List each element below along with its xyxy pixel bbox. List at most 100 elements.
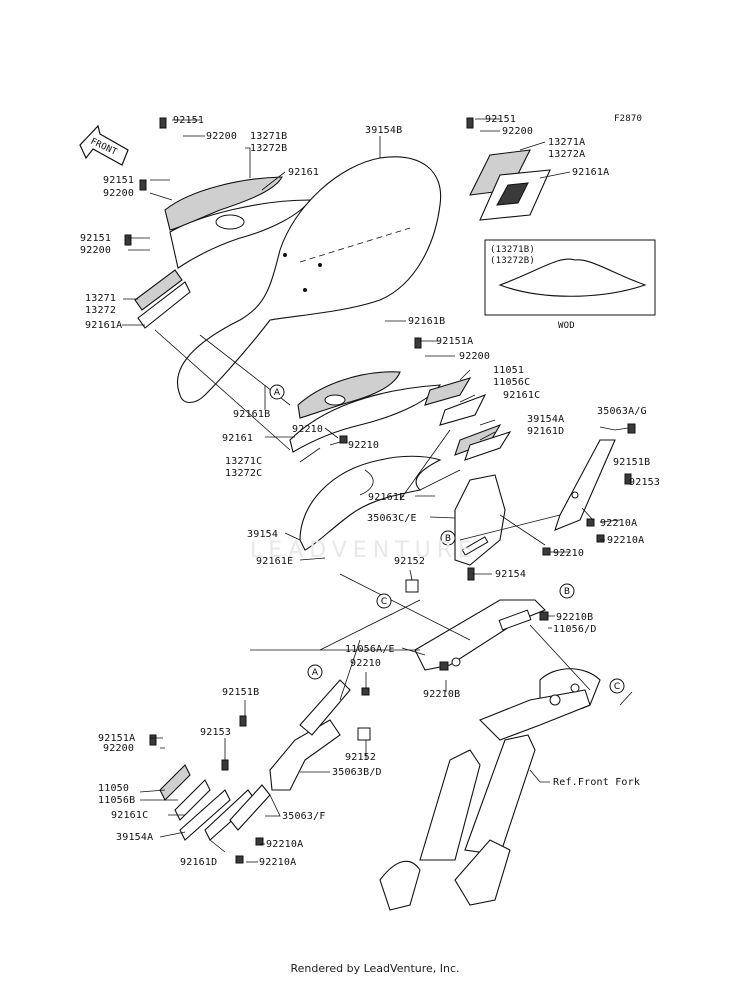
footer-credit: Rendered by LeadVenture, Inc. <box>290 962 460 975</box>
left-lower-trim-part <box>134 269 191 329</box>
nut-icon <box>255 837 264 846</box>
part-label: 92152 <box>394 556 425 567</box>
part-label: 92153 <box>200 727 231 738</box>
part-label: 92151 <box>80 233 111 244</box>
bolt-icon <box>149 734 157 746</box>
part-labels: 92151 92200 13271B 13272B 39154B 92151 9… <box>80 114 660 868</box>
right-small-trims-part <box>424 377 512 461</box>
nut-icon <box>586 518 595 527</box>
part-label: 35063C/E <box>367 513 417 524</box>
part-label: 92210 <box>350 658 381 669</box>
nut-icon <box>596 534 605 543</box>
bracket-right-part <box>554 439 616 531</box>
collar-icon <box>357 727 371 741</box>
part-label: 13271C <box>225 456 262 467</box>
mount-plate-part <box>414 599 546 671</box>
bracket-left-part <box>269 679 351 791</box>
svg-text:A: A <box>312 668 319 678</box>
figure-code: F2870 <box>614 114 642 124</box>
part-label: 92151A <box>98 733 135 744</box>
svg-text:B: B <box>445 534 451 544</box>
wod-inset-box: (13271B) (13272B) WOD <box>484 239 656 331</box>
part-label: 92210A <box>607 535 644 546</box>
part-label: 92161B <box>408 316 445 327</box>
bolt-icon <box>414 337 422 349</box>
part-label: 39154A <box>116 832 153 843</box>
part-label: 92200 <box>459 351 490 362</box>
part-label: 13272B <box>250 143 287 154</box>
bolt-icon <box>221 759 229 771</box>
callout-c1: C <box>376 593 392 609</box>
part-label: Ref.Front Fork <box>553 777 640 788</box>
nut-icon <box>361 687 370 696</box>
part-label: 92161 <box>288 167 319 178</box>
nut-icon <box>539 611 549 621</box>
part-label: 92151 <box>103 175 134 186</box>
part-label: 11056A/E <box>345 644 395 655</box>
part-label: 92161E <box>256 556 293 567</box>
callout-b1: B <box>440 530 456 546</box>
part-label: 92210 <box>553 548 584 559</box>
mid-trim-part <box>289 371 442 453</box>
part-label: 92161A <box>85 320 122 331</box>
part-label: 13271 <box>85 293 116 304</box>
svg-text:B: B <box>564 587 570 597</box>
callout-a2: A <box>307 664 323 680</box>
callout-c2: C <box>609 678 625 694</box>
part-label: 35063B/D <box>332 767 382 778</box>
part-label: 92161E <box>368 492 405 503</box>
part-label: 92161C <box>503 390 540 401</box>
bolt-icon <box>466 117 474 129</box>
wod-caption: WOD <box>558 321 575 331</box>
part-label: 92210A <box>259 857 296 868</box>
part-label: 92210 <box>348 440 379 451</box>
part-label: 35063A/G <box>597 406 647 417</box>
part-label: 13272 <box>85 305 116 316</box>
svg-text:C: C <box>381 597 387 607</box>
part-label: 92210A <box>600 518 637 529</box>
part-label: 11056C <box>493 377 530 388</box>
nut-icon <box>339 435 348 444</box>
part-label: 11056/D <box>553 624 597 635</box>
part-label: 92161D <box>527 426 564 437</box>
left-upper-trim-part <box>164 176 312 269</box>
nut-icon <box>235 855 244 864</box>
part-label: 13272A <box>548 149 585 160</box>
callout-a1: A <box>269 384 285 400</box>
part-label: 92151 <box>485 114 516 125</box>
part-label: 92210 <box>292 424 323 435</box>
fasteners <box>124 117 636 864</box>
part-label: 92161B <box>233 409 270 420</box>
part-label: 92161C <box>111 810 148 821</box>
part-label: 92200 <box>502 126 533 137</box>
callout-b2: B <box>559 583 575 599</box>
part-label: 92161 <box>222 433 253 444</box>
bolt-icon <box>124 234 132 246</box>
leader-lines <box>122 118 633 863</box>
windshield-part <box>176 156 442 404</box>
side-cover-part <box>299 455 442 551</box>
part-label: 92151B <box>613 457 650 468</box>
part-label: 92154 <box>495 569 526 580</box>
part-label: 35063/F <box>282 811 326 822</box>
bolt-icon <box>239 715 247 727</box>
part-label: 11056B <box>98 795 135 806</box>
wod-line-1: (13271B) <box>490 245 535 255</box>
lower-left-trims-part <box>159 764 271 841</box>
bracket-center-part <box>454 474 506 566</box>
wod-line-2: (13272B) <box>490 256 535 266</box>
bolt-icon <box>624 473 632 485</box>
part-label: 92152 <box>345 752 376 763</box>
watermark: LEADVENTURE <box>250 538 478 563</box>
part-label: 92200 <box>80 245 111 256</box>
part-label: 13271A <box>548 137 585 148</box>
part-label: 39154A <box>527 414 564 425</box>
part-label: 92200 <box>103 743 134 754</box>
bolt-icon <box>139 179 147 191</box>
part-label: 11050 <box>98 783 129 794</box>
bolt-icon <box>627 423 636 434</box>
part-label: 92210A <box>266 839 303 850</box>
front-fork-reference <box>379 668 601 911</box>
svg-text:C: C <box>614 682 620 692</box>
